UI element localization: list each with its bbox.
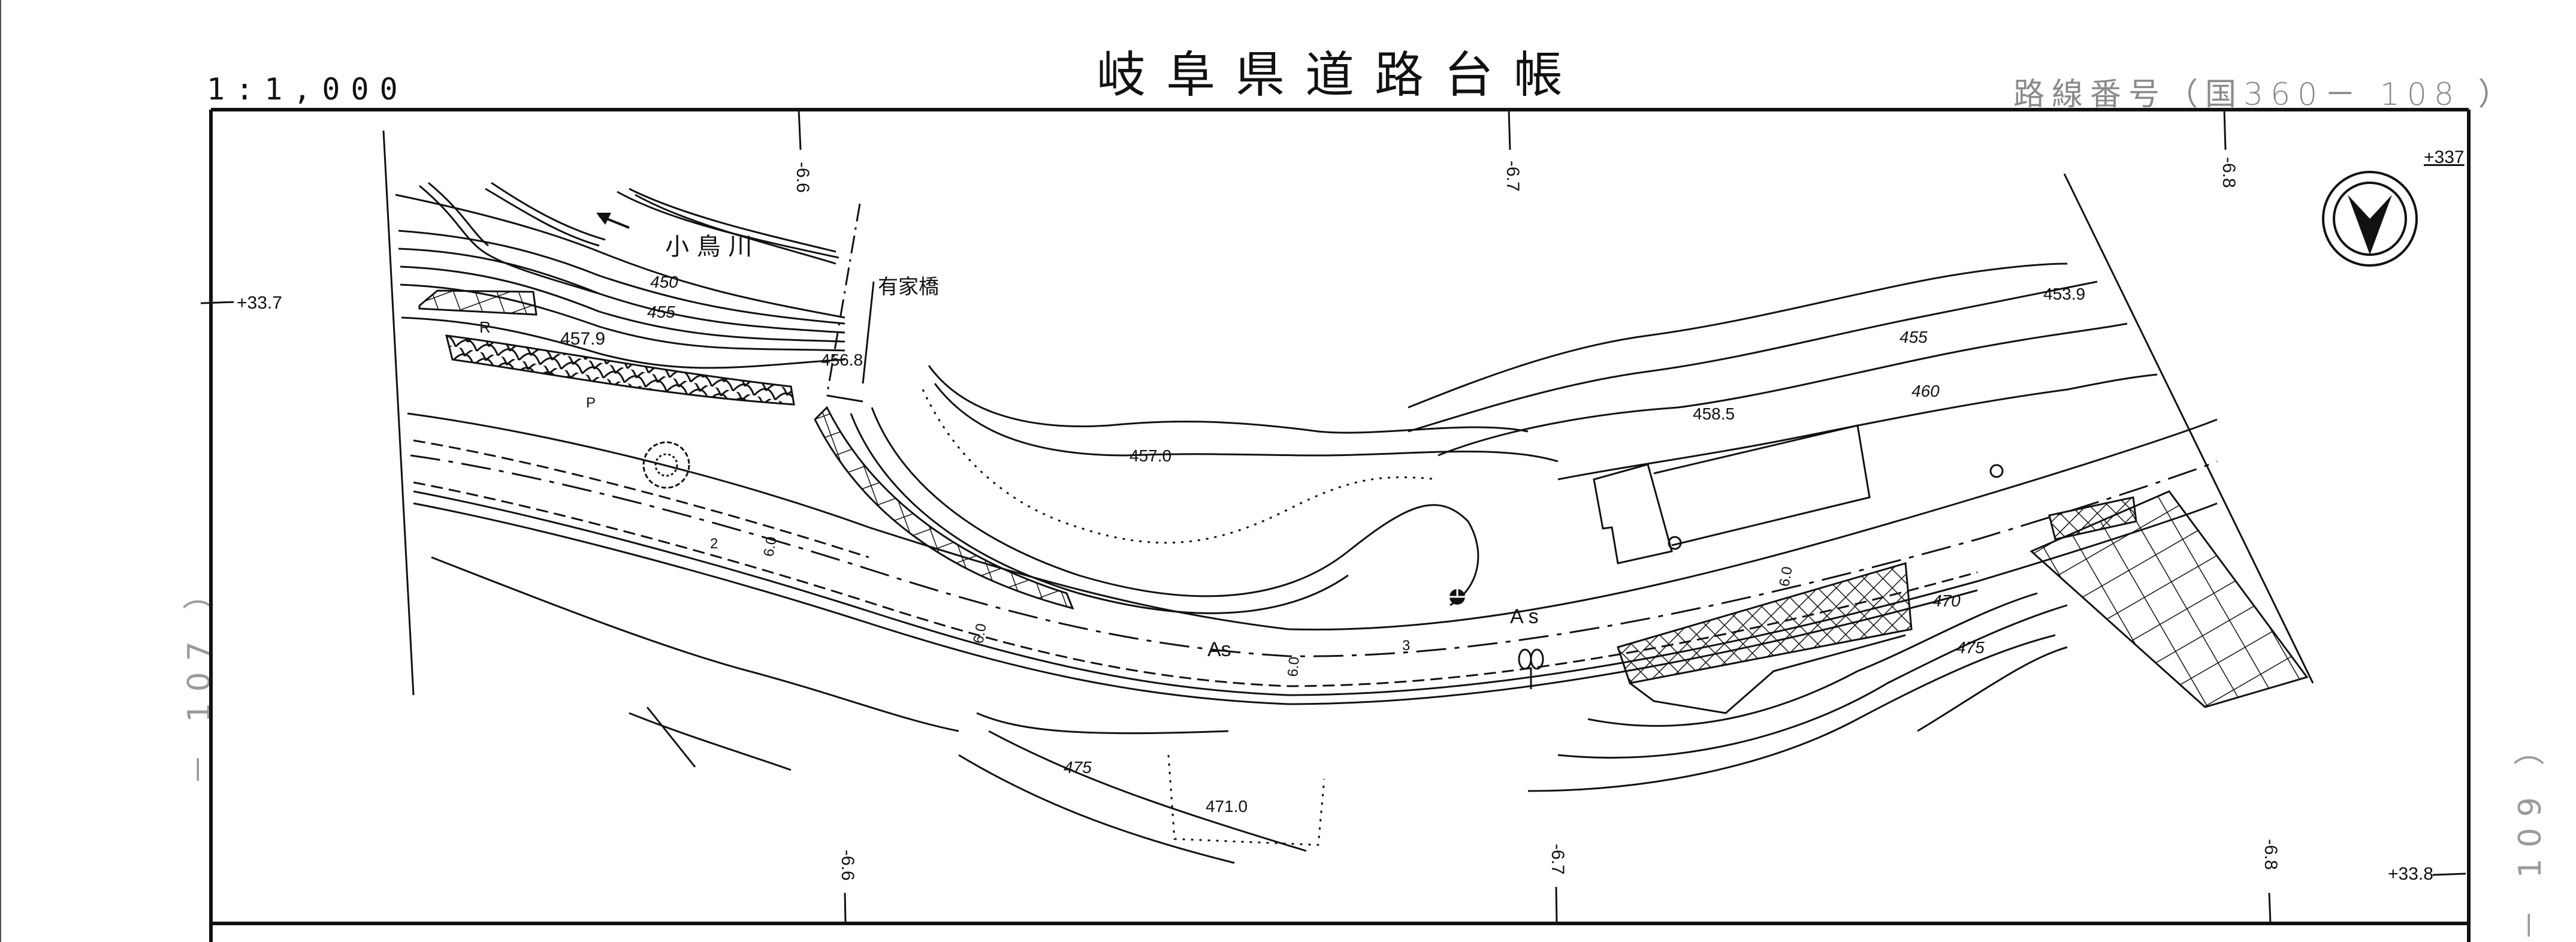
grid-label-left: +33.7 (237, 293, 282, 313)
side-road-loop (850, 389, 1479, 614)
grid-label-bottom-1: -6.6 (838, 850, 857, 881)
spot-height-6: 471.0 (1206, 797, 1248, 816)
bridge-name: 有家橋 (878, 275, 939, 299)
route-number: 路線番号（国360－ 108 ） (2013, 77, 2517, 113)
map-scale: 1:1,000 (207, 72, 409, 107)
page-edge (0, 0, 1, 942)
embankment-scales (445, 334, 795, 406)
grid-label-top-2: -6.7 (1503, 161, 1523, 192)
map-frame (209, 108, 2471, 942)
grid-label-top-3: -6.8 (2219, 157, 2239, 188)
grid-label-bottom-2: -6.7 (1548, 844, 1568, 875)
river-contours (395, 182, 845, 369)
tree-cluster-icon (642, 441, 690, 489)
south-east-contours (1527, 592, 2068, 792)
retaining-wall-r (418, 289, 537, 316)
north-arrow-icon (2322, 171, 2418, 267)
building (1593, 424, 1871, 564)
survey-boundary (382, 130, 2314, 696)
contour-label-455b: 455 (1899, 328, 1928, 346)
label-p: P (586, 395, 596, 411)
manhole-icon (1449, 589, 1465, 605)
utility-pole-icon (1668, 464, 2004, 550)
grid-label-bottom-3: -6.8 (2261, 839, 2281, 870)
spot-height-2: 456.8 (821, 351, 863, 369)
bridge (826, 203, 875, 403)
slope-south-west (431, 556, 1325, 864)
spot-height-4: 458.5 (1693, 404, 1735, 423)
width-label-2: 6.0 (970, 622, 989, 645)
spot-height-1: 457.9 (560, 329, 605, 349)
road-national-360 (407, 412, 2218, 705)
road-annotations: As As 2 3 6.0 6.0 6.0 6.0 (710, 535, 1796, 677)
grid-label-top-1: -6.6 (793, 162, 813, 193)
contour-label-455a: 455 (647, 303, 675, 321)
river-name: 小 鳥 川 (665, 233, 752, 261)
contour-label-450: 450 (650, 273, 678, 291)
slope-grid-east (2030, 490, 2309, 708)
spot-height-3: 457.0 (1130, 446, 1171, 465)
station-label-2: 2 (710, 536, 718, 552)
surface-label-2: As (1510, 605, 1544, 628)
width-label-4: 6.0 (1776, 565, 1795, 588)
width-label-3: 6.0 (1285, 656, 1303, 678)
grid-ticks (200, 109, 2466, 924)
middle-contours (928, 262, 2158, 481)
embankment-hatched-east (1617, 562, 1913, 684)
label-r: R (479, 318, 491, 336)
grid-label-top-right: +337 (2424, 147, 2465, 167)
grid-label-bottom-right: +33.8 (2388, 864, 2433, 884)
grid-labels: +33.7 +337 +33.8 -6.6 -6.7 -6.8 -6.6 -6.… (237, 147, 2465, 884)
station-label-3: 3 (1402, 638, 1410, 654)
stone-retaining-wall (814, 406, 1074, 610)
contour-label-475a: 475 (1064, 758, 1092, 777)
surface-label-1: As (1207, 638, 1231, 661)
river-flow-arrow-icon (596, 213, 630, 229)
contour-label-470: 470 (1932, 591, 1961, 610)
road-sign-icon (1518, 648, 1544, 689)
map-title: 岐阜県道路台帳 (1097, 47, 1584, 104)
width-label-1: 6.0 (760, 535, 780, 558)
spot-height-5: 453.9 (2043, 285, 2085, 303)
contour-label-460: 460 (1911, 382, 1940, 400)
